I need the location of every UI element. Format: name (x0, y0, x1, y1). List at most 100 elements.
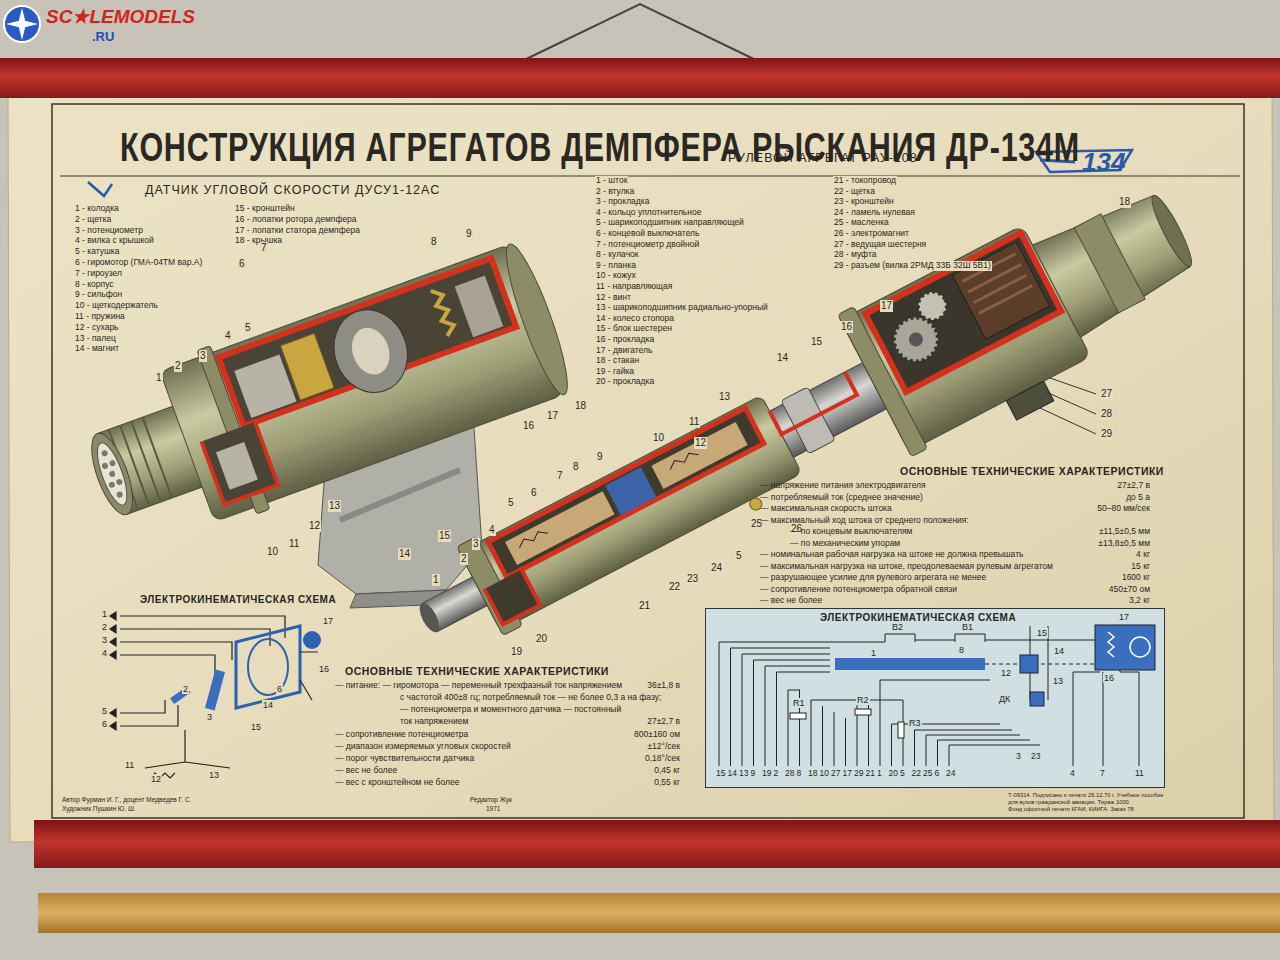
footer-note: Автор Фурман И. Г., доцент Медведев Г. С… (62, 796, 191, 803)
parts-list-item: 3 - потенциометр (75, 226, 143, 236)
illustration-part (605, 467, 656, 516)
section-heading: РУЛЕВОЙ АГРЕГАТ РАУ-108 (728, 151, 918, 165)
spec-text: — питание: — гиромотора — переменный тре… (335, 681, 622, 691)
spec-value: 450±70 ом (1109, 585, 1150, 595)
parts-list-item: 16 - прокладка (595, 335, 655, 345)
parts-list-item: 29 - разъем (вилка 2РМД 33Б 32Ш 5В1) (833, 261, 992, 271)
schematic-panel: ЭЛЕКТРОКИНЕМАТИЧЕСКАЯ СХЕМА (705, 608, 1165, 788)
callout-number: 2 (174, 360, 182, 372)
callout-number: 2 (460, 553, 468, 565)
pin-number: 22 (911, 769, 922, 779)
pin-number: 24 (945, 769, 956, 779)
parts-list-item: 18 - стакан (595, 356, 640, 366)
callout-number: 14 (776, 352, 789, 364)
scheme-number: 17 (1118, 612, 1130, 622)
callout-number: 7 (556, 470, 564, 482)
scheme-number: 2 (101, 622, 108, 632)
illustration-part (340, 470, 460, 520)
callout-number: 5 (735, 550, 743, 562)
pin-number: 4 (1069, 769, 1076, 779)
callout-number: 3 (472, 538, 480, 550)
scheme-number: 3 (206, 712, 213, 722)
illustration-part (83, 428, 141, 519)
illustration-part (496, 239, 577, 399)
bottom-rod (34, 820, 1280, 868)
parts-list-item: 10 - щеткодержатель (75, 301, 158, 311)
parts-list-item: 14 - колесо стопора (595, 314, 675, 324)
callout-number: 1 (155, 372, 163, 384)
spec-text: — разрушающее усилие для рулевого агрега… (760, 573, 986, 583)
callout-number: 9 (465, 228, 473, 240)
parts-list-item: 5 - шарикоподшипник направляющей (595, 218, 745, 228)
scheme-number: 13 (1052, 676, 1064, 686)
illustration-part (97, 448, 127, 500)
illustration-part (1095, 625, 1155, 670)
pin-number: 25 (922, 769, 933, 779)
illustration-part (1108, 632, 1114, 657)
parts-list-item: 13 - шарикоподшипник радиально-упорный (595, 303, 769, 313)
callout-number: 8 (572, 461, 580, 473)
spec-text: — напряжение питания электродвигателя (760, 481, 926, 491)
spec-text: ток напряжением (400, 717, 468, 727)
parts-list-item: 28 - муфта (833, 250, 877, 260)
parts-list-item: 24 - ламель нулевая (833, 208, 916, 218)
watermark-icon (4, 6, 40, 42)
parts-list-item: 18 - крышка (235, 236, 282, 246)
parts-list-item: 22 - щетка (833, 187, 876, 197)
leader-lines (1040, 378, 1096, 434)
spec-text: — вес с кронштейном не более (335, 778, 459, 788)
scheme-number: 17 (322, 616, 334, 626)
spec-value: 4 кг (1136, 550, 1150, 560)
illustration-part (1020, 655, 1038, 673)
scheme-number: 4 (101, 648, 108, 658)
illustration-part (323, 299, 419, 403)
parts-list-item: 26 - электромагнит (833, 229, 910, 239)
spec-value: 800±160 ом (634, 730, 680, 740)
panel-ground (705, 608, 1165, 788)
parts-list-item: 16 - лопатки ротора демпфера (235, 215, 357, 225)
parts-list-item: 25 - масленка (833, 218, 890, 228)
spec-value: до 5 а (1126, 493, 1150, 503)
parts-list-item: 8 - корпус (75, 280, 114, 290)
spec-text: — максимальный ход штока от среднего пол… (760, 516, 969, 526)
spec-value: 3,2 кг (1129, 596, 1150, 606)
parts-list-item: 6 - концевой выключатель (595, 229, 700, 239)
illustration-part (719, 642, 1040, 745)
illustration-part (769, 372, 856, 434)
pin-number: 9 (750, 769, 757, 779)
right-wiring-scheme (719, 625, 1155, 766)
callout-number: 3 (199, 350, 207, 362)
pin-number: 10 (819, 769, 830, 779)
scheme-number: 13 (208, 770, 220, 780)
section-heading: ЭЛЕКТРОКИНЕМАТИЧЕСКАЯ СХЕМА (140, 594, 336, 606)
illustration-part (460, 395, 802, 630)
illustration-part (906, 330, 925, 349)
spec-value: 0,55 кг (654, 778, 680, 788)
spec-value: 0,45 кг (654, 766, 680, 776)
scheme-number: 14 (1053, 646, 1065, 656)
callout-number: 27 (1100, 388, 1113, 400)
illustration-part (855, 709, 871, 715)
footer-note: Т-09314. Подписано к печати 26.12.70 г. … (1008, 792, 1164, 799)
logo-number: 134 (1082, 148, 1125, 178)
spec-value: 50–80 мм/сек (1097, 504, 1150, 514)
callout-number: 8 (430, 236, 438, 248)
illustration-part (1146, 192, 1197, 270)
parts-list-item: 6 - гиромотор (ГМА-04ТМ вар.А) (75, 258, 202, 268)
scheme-number: 14 (262, 700, 274, 710)
illustration-part (346, 322, 396, 379)
illustration-part (110, 612, 116, 730)
illustration-part (455, 276, 504, 338)
callout-number: 13 (718, 391, 731, 403)
callout-number: 16 (840, 321, 853, 333)
scheme-number: 3 (101, 635, 108, 645)
callout-number: 19 (510, 646, 523, 658)
pin-number: 21 (865, 769, 876, 779)
callout-number: 14 (398, 548, 411, 560)
illustration-part (1030, 692, 1044, 706)
pin-number: 7 (1099, 769, 1106, 779)
parts-list-item: 17 - двигатель (595, 346, 653, 356)
pin-number: 15 (715, 769, 726, 779)
illustration-part (205, 669, 225, 710)
